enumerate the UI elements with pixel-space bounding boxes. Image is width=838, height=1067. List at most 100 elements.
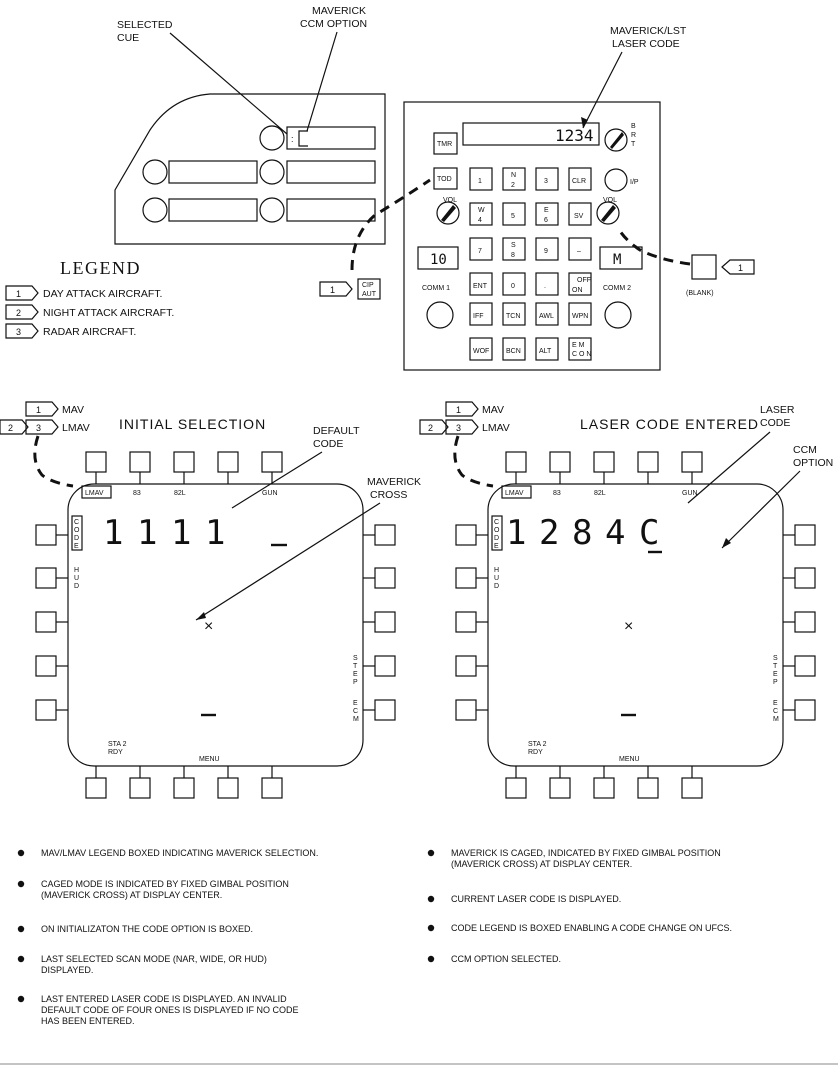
keypad-key[interactable] [502,237,526,261]
function-key-label: TCN [506,313,520,320]
function-key[interactable] [568,302,592,326]
note-text: CODE LEGEND IS BOXED ENABLING A CODE CHA… [451,923,732,933]
keypad-key[interactable] [469,202,493,226]
emcon-button[interactable] [568,337,592,361]
pushbutton-top[interactable] [637,451,659,473]
pushbutton-left[interactable] [35,611,57,633]
pushbutton-right[interactable] [374,524,396,546]
keypad-key[interactable] [469,167,493,191]
pushbutton-bottom[interactable] [85,777,107,799]
pushbutton-left[interactable] [455,567,477,589]
pushbutton-bottom[interactable] [593,777,615,799]
ip-button[interactable] [604,168,628,192]
pushbutton-top[interactable] [261,451,283,473]
ccm-option-mark [298,130,308,147]
keypad-key[interactable] [502,272,526,296]
pushbutton-left[interactable] [455,611,477,633]
function-key[interactable] [502,337,526,361]
keypad-key[interactable] [568,237,592,261]
vol-left-label: VOL [443,197,457,204]
function-key[interactable] [469,302,493,326]
pushbutton-left[interactable] [455,699,477,721]
pushbutton-right[interactable] [794,699,816,721]
hud-letter: H [74,567,79,574]
note-text: ON INITIALIZATON THE CODE OPTION IS BOXE… [41,924,253,934]
tod-button[interactable] [433,167,458,190]
pushbutton-right[interactable] [374,699,396,721]
pushbutton-right[interactable] [794,611,816,633]
keypad-key[interactable] [535,272,559,296]
keypad-key[interactable] [502,202,526,226]
pushbutton-bottom[interactable] [637,777,659,799]
function-key[interactable] [469,337,493,361]
option-select-button[interactable] [142,197,168,223]
pushbutton-top[interactable] [505,451,527,473]
pushbutton-right[interactable] [794,567,816,589]
pushbutton-left[interactable] [35,567,57,589]
legend-num: 2 [16,308,21,318]
pushbutton-left[interactable] [35,655,57,677]
ccm-option-l2: OPTION [793,457,833,469]
aut-label: AUT [362,291,377,298]
code-digit: 1 [506,513,526,553]
note-text: (MAVERICK CROSS) AT DISPLAY CENTER. [451,859,632,869]
pushbutton-right[interactable] [374,567,396,589]
pushbutton-left[interactable] [455,524,477,546]
keypad-key-sub: W [478,207,485,214]
pushbutton-bottom[interactable] [217,777,239,799]
pushbutton-bottom[interactable] [681,777,703,799]
pushbutton-right[interactable] [374,655,396,677]
pushbutton-right[interactable] [374,611,396,633]
brt-t: T [631,141,636,148]
pushbutton-top[interactable] [85,451,107,473]
pushbutton-bottom[interactable] [129,777,151,799]
pushbutton-right[interactable] [794,655,816,677]
pushbutton-top[interactable] [217,451,239,473]
rdy-label: RDY [108,749,123,756]
option-select-button[interactable] [142,159,168,185]
keypad-key[interactable] [568,202,592,226]
function-key[interactable] [502,302,526,326]
pushbutton-top[interactable] [681,451,703,473]
comm1-knob[interactable] [426,301,454,329]
keypad-key[interactable] [535,167,559,191]
note-text: LAST SELECTED SCAN MODE (NAR, WIDE, OR H… [41,954,267,964]
callout-selected-cue-l2: CUE [117,32,139,44]
pushbutton-bottom[interactable] [261,777,283,799]
keypad-key[interactable] [469,237,493,261]
option-select-button[interactable] [259,197,285,223]
pushbutton-bottom[interactable] [505,777,527,799]
pushbutton-top[interactable] [173,451,195,473]
cip-callout-num: 1 [330,285,335,295]
keypad-key[interactable] [469,272,493,296]
keypad-key[interactable] [502,167,526,191]
ddi-tag-lmav: LMAV [62,422,90,434]
keypad-key[interactable] [535,237,559,261]
option-select-button[interactable] [259,125,285,151]
pushbutton-left[interactable] [35,699,57,721]
pushbutton-bottom[interactable] [173,777,195,799]
step-letter: P [353,679,358,686]
pushbutton-left[interactable] [455,655,477,677]
legend-item-1: 1 DAY ATTACK AIRCRAFT. [5,285,162,301]
keypad-key[interactable] [535,202,559,226]
emcon-em: E M [572,342,585,349]
top-option-label: GUN [682,490,698,497]
keypad-key[interactable] [568,167,592,191]
function-key[interactable] [535,302,559,326]
function-key[interactable] [535,337,559,361]
comm2-knob[interactable] [604,301,632,329]
pushbutton-bottom[interactable] [549,777,571,799]
blank-button[interactable] [691,254,717,280]
pushbutton-left[interactable] [35,524,57,546]
keypad-key[interactable] [568,272,592,296]
option-select-button[interactable] [259,159,285,185]
tmr-button[interactable] [433,132,458,155]
pushbutton-top[interactable] [129,451,151,473]
pushbutton-right[interactable] [794,524,816,546]
pushbutton-top[interactable] [549,451,571,473]
pushbutton-top[interactable] [593,451,615,473]
